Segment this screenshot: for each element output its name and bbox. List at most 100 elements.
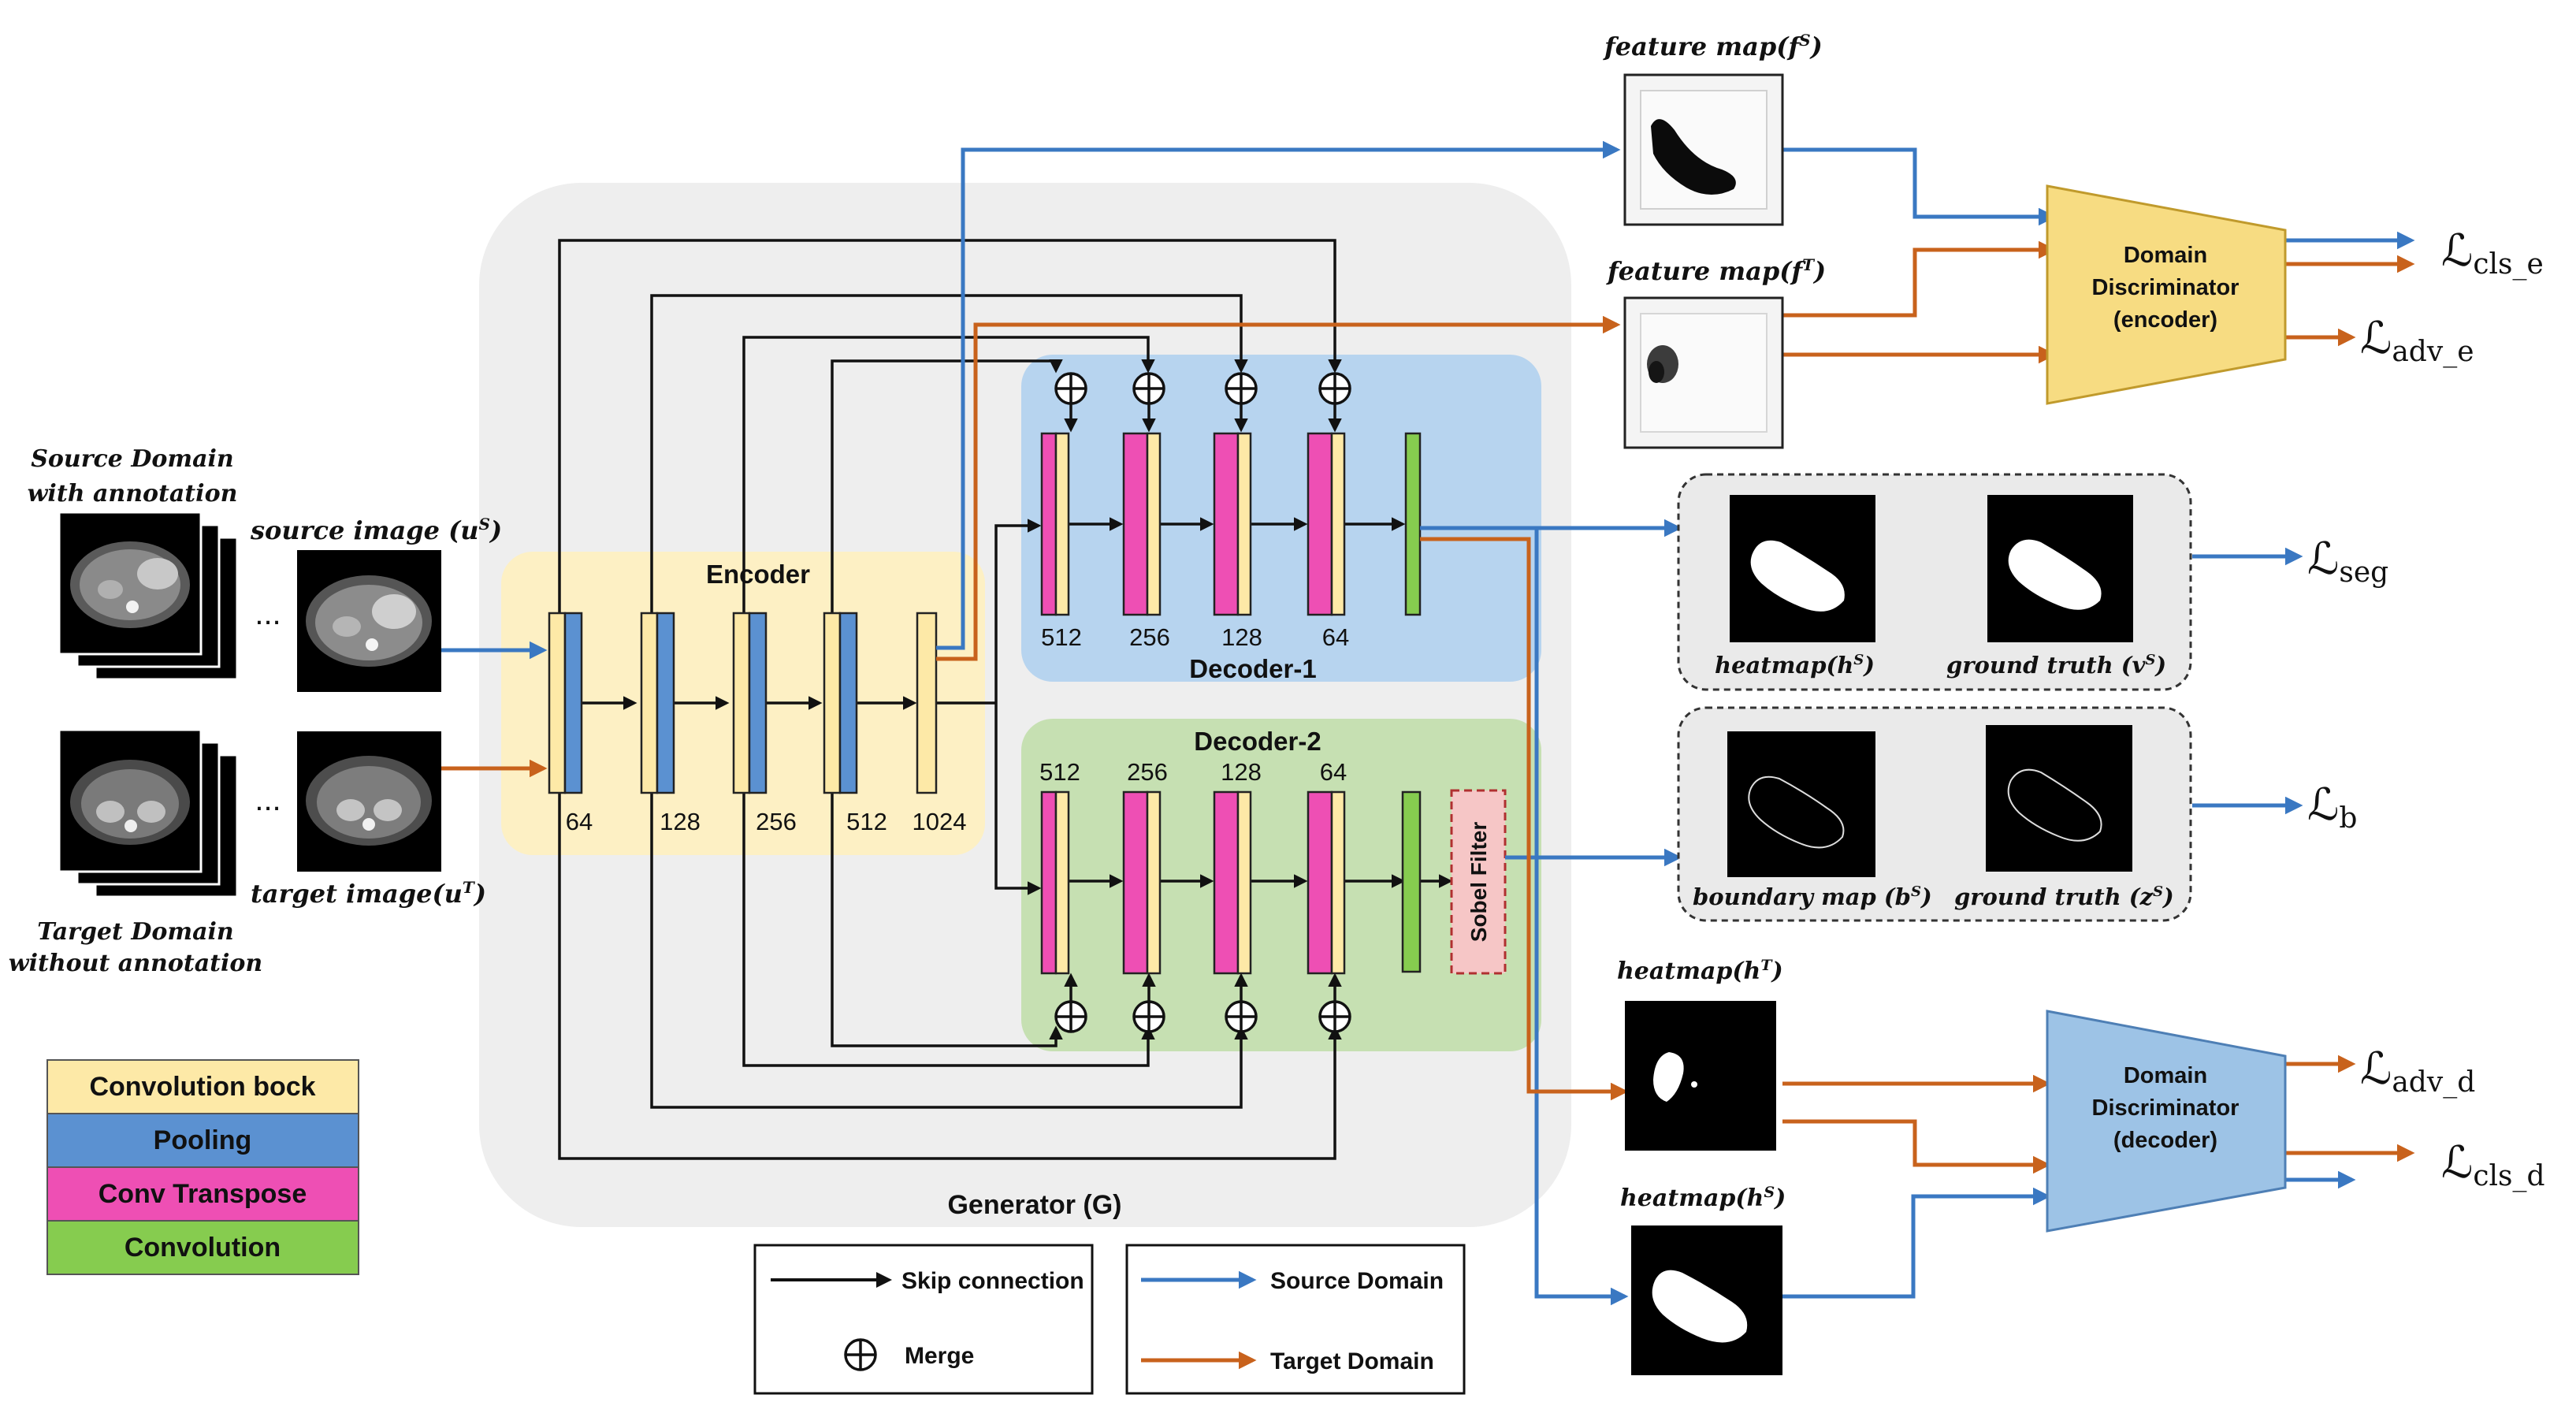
decoder2-channel-label: 64 <box>1320 758 1347 786</box>
decoder2-blocks <box>1040 790 1422 975</box>
decoder2-block-128 <box>1213 790 1252 975</box>
encoder-channel-label: 64 <box>566 808 593 835</box>
target-ellipsis: ... <box>255 783 281 817</box>
source-domain-label: Source Domain <box>31 445 234 473</box>
heatmap-target-image <box>1625 1001 1776 1151</box>
heatmap-source-image <box>1730 495 1875 642</box>
merge-icon <box>1225 1000 1258 1033</box>
loss-seg-symbol: ℒ <box>2307 534 2339 585</box>
decoder1-channel-label: 512 <box>1041 623 1082 651</box>
merge-symbols <box>1054 372 1351 1033</box>
source-image-label: source image (u <box>250 515 479 545</box>
svg-text:feature map(fS): feature map(fS) <box>1603 31 1823 61</box>
merge-icon <box>1318 372 1351 405</box>
decoder2-channel-label: 128 <box>1221 758 1262 786</box>
encoder-title: Encoder <box>706 560 810 589</box>
encoder-channel-label: 256 <box>756 808 797 835</box>
loss-seg-subscript: seg <box>2339 556 2388 589</box>
boundary-map-label: boundary map (b <box>1693 883 1911 910</box>
legend-source-domain: Source Domain <box>1270 1268 1444 1294</box>
boundary-gt-label: ground truth (z <box>1954 883 2153 910</box>
svg-text:ℒadv_d: ℒadv_d <box>2360 1043 2475 1099</box>
source-image <box>297 550 441 692</box>
encoder-channel-labels: 64 128 256 512 1024 <box>566 808 967 835</box>
boundary-gt-sup: S <box>2153 883 2163 900</box>
loss-cls-e-subscript: cls_e <box>2473 248 2543 281</box>
loss-b-subscript: b <box>2339 802 2357 835</box>
decoder1-channel-label: 64 <box>1322 623 1349 651</box>
encoder-block-1024 <box>916 612 938 794</box>
skip-connections <box>558 239 1453 1160</box>
block-legend <box>46 1059 359 1275</box>
decoder1-block-256 <box>1122 432 1162 616</box>
target-image-label: target image(u <box>251 879 463 909</box>
seg-gt-sup: S <box>2145 652 2155 668</box>
source-domain-sublabel: with annotation <box>28 480 238 508</box>
boundary-map-sup: S <box>1911 883 1921 900</box>
svg-text:ℒcls_d: ℒcls_d <box>2441 1137 2545 1192</box>
target-image <box>297 731 441 872</box>
encoder-blocks <box>548 612 938 794</box>
svg-text:ground truth (zS): ground truth (zS) <box>1954 883 2174 910</box>
target-domain-sublabel: without annotation <box>9 950 262 977</box>
loss-cls-d-symbol: ℒ <box>2441 1137 2473 1188</box>
heatmap-source-out-label: heatmap(h <box>1620 1185 1764 1212</box>
loss-adv-d-subscript: adv_d <box>2392 1066 2475 1099</box>
feature-map-source-label: feature map(f <box>1603 32 1803 61</box>
heatmap-target-sup: T <box>1760 957 1773 974</box>
merge-icon <box>1318 1000 1351 1033</box>
source-stack <box>58 511 239 681</box>
encoder-block-128 <box>640 612 675 794</box>
merge-icon <box>1132 1000 1165 1033</box>
svg-text:heatmap(hS): heatmap(hS) <box>1715 652 1875 679</box>
target-image-sup: T <box>463 878 476 897</box>
encoder-discriminator-line2: Discriminator <box>2092 275 2240 300</box>
decoder1-channel-label: 256 <box>1129 623 1170 651</box>
svg-text:target image(uT): target image(uT) <box>251 878 486 909</box>
input-labels: Source Domain with annotation Target Dom… <box>9 445 502 977</box>
ground-truth-seg-image <box>1987 495 2133 642</box>
encoder-block-512 <box>823 612 858 794</box>
decoder-discriminator-line1: Domain <box>2124 1063 2207 1088</box>
decoder1-output-conv <box>1404 432 1422 616</box>
decoder1-region <box>1021 355 1541 682</box>
svg-text:ℒb: ℒb <box>2307 779 2357 835</box>
svg-text:ℒadv_e: ℒadv_e <box>2360 313 2474 368</box>
loss-adv-e-symbol: ℒ <box>2360 313 2392 364</box>
encoder-discriminator-line1: Domain <box>2124 243 2207 268</box>
target-domain-label: Target Domain <box>37 918 233 946</box>
seg-heatmap-label: heatmap(h <box>1715 652 1853 679</box>
legend-target-domain: Target Domain <box>1270 1348 1434 1374</box>
loss-adv-e-subscript: adv_e <box>2392 336 2474 368</box>
heatmap-source-out-sup: S <box>1764 1184 1775 1201</box>
decoder2-channel-label: 512 <box>1039 758 1080 786</box>
svg-text:boundary map (bS): boundary map (bS) <box>1693 883 1932 910</box>
feature-map-target-label: feature map(f <box>1606 256 1806 286</box>
loss-cls-d-subscript: cls_d <box>2473 1160 2544 1192</box>
merge-icon <box>1225 372 1258 405</box>
loss-adv-d-symbol: ℒ <box>2360 1043 2392 1095</box>
seg-heatmap-sup: S <box>1853 652 1864 668</box>
decoder2-output-conv <box>1401 790 1422 973</box>
merge-icon <box>1054 372 1087 405</box>
decoder-discriminator: Domain Discriminator (decoder) <box>2046 1010 2287 1233</box>
decoder2-channel-label: 256 <box>1127 758 1168 786</box>
boundary-map-image <box>1727 731 1875 877</box>
encoder-channel-label: 512 <box>846 808 887 835</box>
source-image-sup: S <box>479 515 490 534</box>
source-ellipsis: ... <box>255 597 281 631</box>
svg-text:ℒseg: ℒseg <box>2307 534 2388 589</box>
encoder-block-64 <box>548 612 583 794</box>
seg-gt-label: ground truth (v <box>1946 652 2146 679</box>
loss-b-symbol: ℒ <box>2307 779 2339 831</box>
feature-map-source-sup: S <box>1799 31 1810 50</box>
svg-text:heatmap(hS): heatmap(hS) <box>1620 1184 1786 1212</box>
ground-truth-boundary-image <box>1986 725 2132 872</box>
encoder-channel-label: 128 <box>660 808 701 835</box>
loss-cls-e-symbol: ℒ <box>2441 225 2473 277</box>
legend-skip-connection: Skip connection <box>901 1268 1084 1294</box>
legend-pooling: Pooling <box>154 1125 252 1155</box>
decoder2-channel-labels: 512 256 128 64 <box>1039 758 1347 786</box>
sobel-filter-label: Sobel Filter <box>1466 822 1491 943</box>
